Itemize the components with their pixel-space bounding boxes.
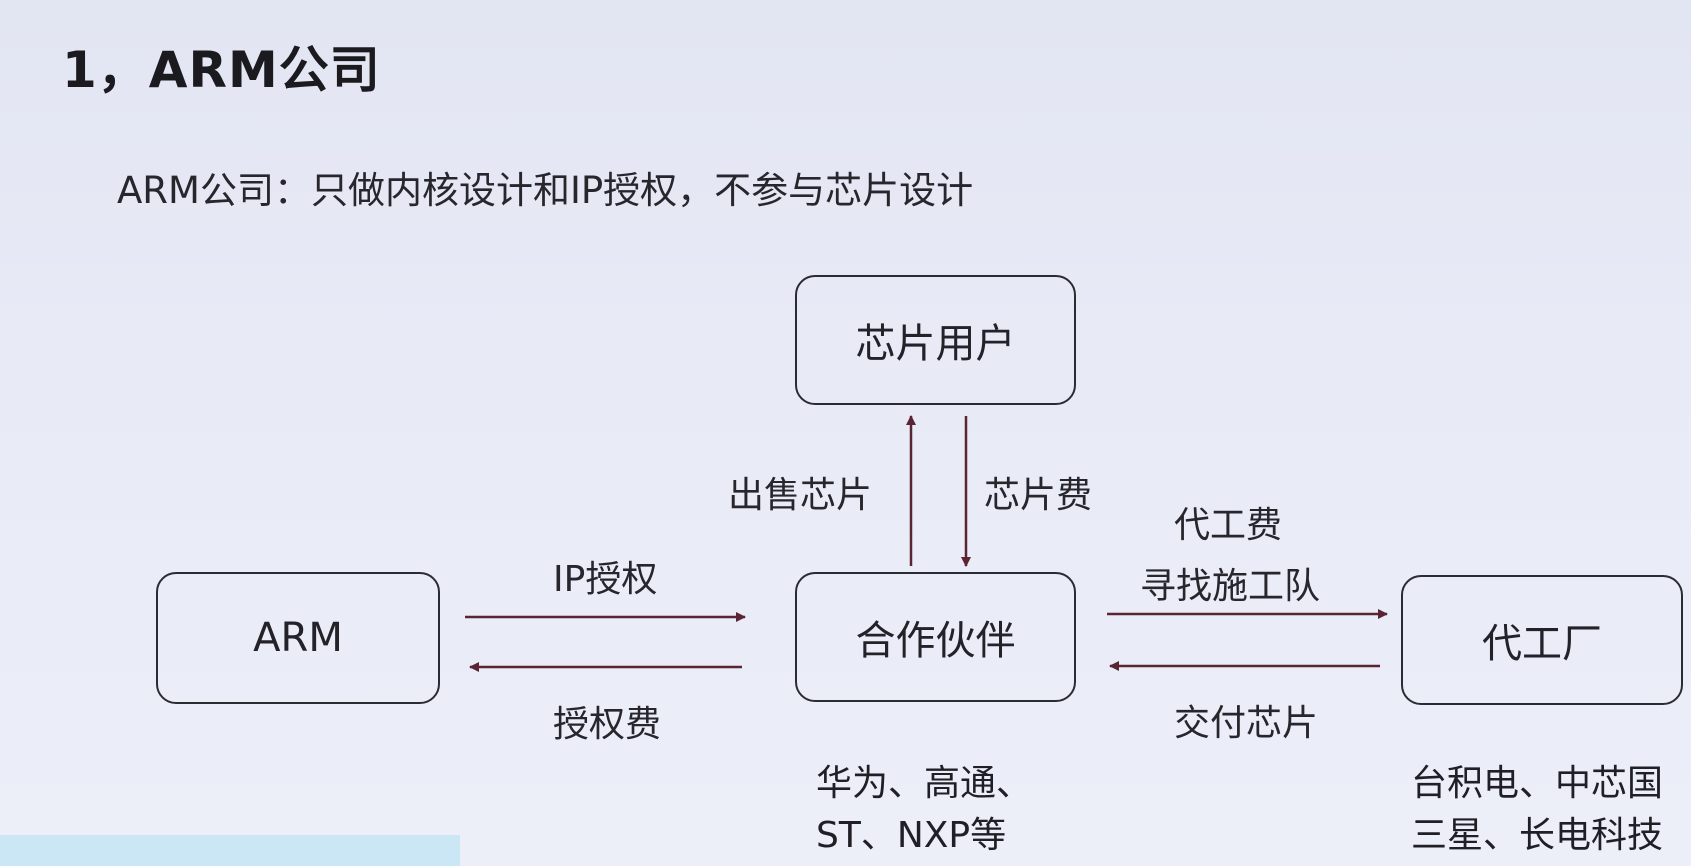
partner-examples: 华为、高通、 ST、NXP等 (816, 758, 1032, 862)
node-arm: ARM (156, 572, 440, 704)
foundry-examples-line2: 三星、长电科技 (1411, 815, 1664, 856)
node-foundry: 代工厂 (1401, 575, 1683, 705)
foundry-examples-line1: 台积电、中芯国 (1411, 763, 1664, 804)
page-title: 1，ARM公司 (62, 41, 381, 99)
label-deliver-chips: 交付芯片 (1174, 703, 1319, 744)
label-ip-license: IP授权 (553, 559, 658, 600)
label-chip-fee: 芯片费 (984, 475, 1093, 516)
partner-examples-line2: ST、NXP等 (816, 815, 1007, 856)
bottom-strip (0, 835, 460, 866)
label-find-builder: 寻找施工队 (1140, 566, 1321, 607)
foundry-examples: 台积电、中芯国 三星、长电科技 (1411, 758, 1691, 862)
label-foundry-fee: 代工费 (1174, 505, 1283, 546)
label-sell-chips: 出售芯片 (728, 475, 873, 516)
partner-examples-line1: 华为、高通、 (816, 763, 1033, 804)
label-license-fee: 授权费 (553, 704, 662, 745)
node-partners: 合作伙伴 (795, 572, 1076, 702)
subtitle: ARM公司：只做内核设计和IP授权，不参与芯片设计 (117, 169, 974, 212)
node-chip-users: 芯片用户 (795, 275, 1076, 405)
